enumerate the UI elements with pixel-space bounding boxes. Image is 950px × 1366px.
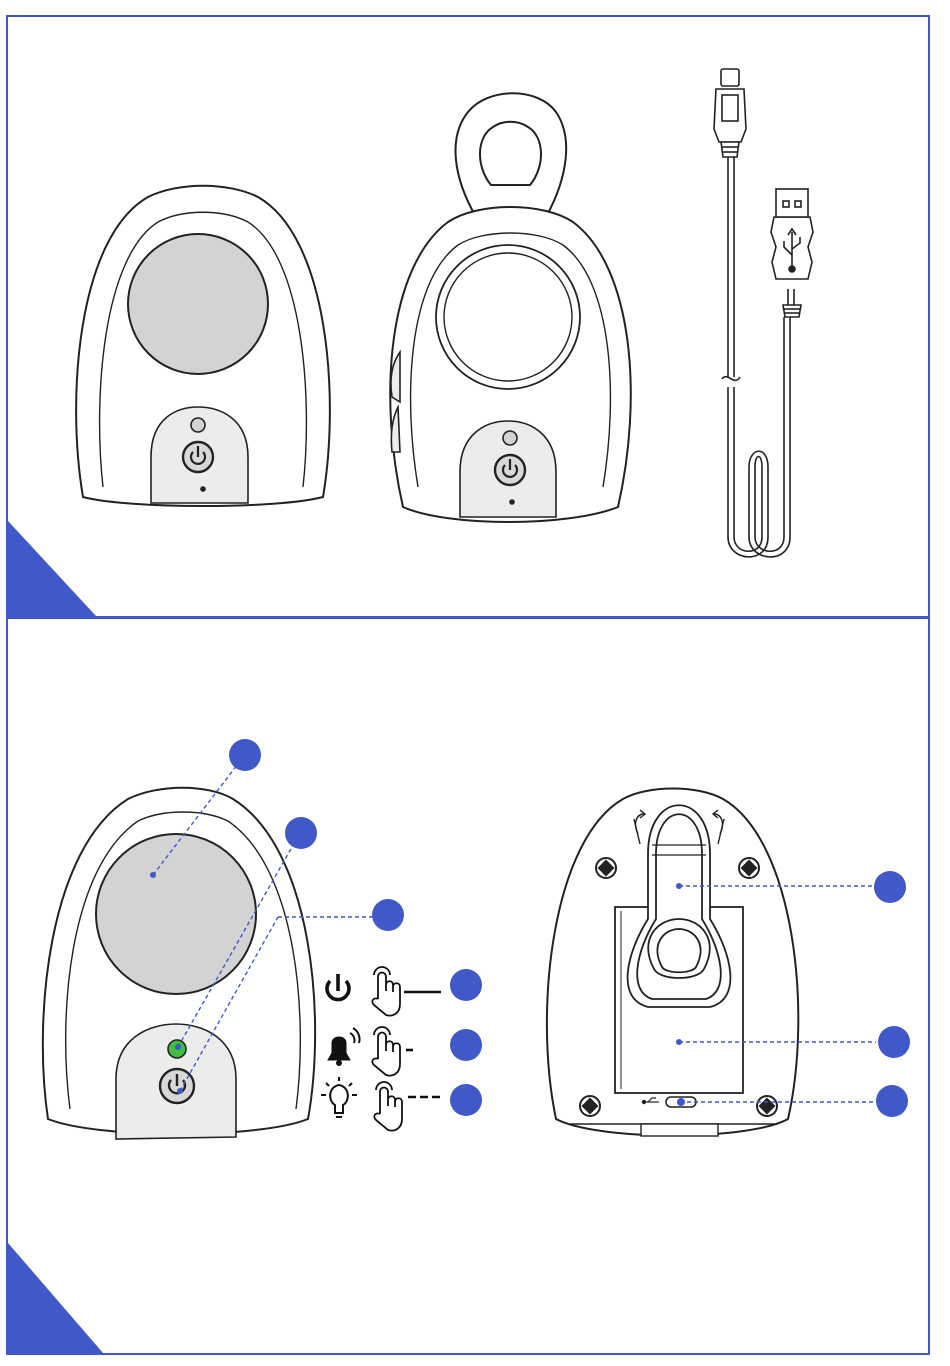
power-button[interactable] xyxy=(495,455,525,485)
led-indicator xyxy=(191,418,205,432)
screw-icon xyxy=(596,858,616,878)
callout-marker-usb-port xyxy=(876,1085,908,1117)
parts-illustration xyxy=(8,619,930,1355)
parts-panel xyxy=(6,617,930,1355)
lightbulb-icon xyxy=(321,1077,357,1117)
parent-unit xyxy=(390,93,631,522)
mini-usb-plug xyxy=(721,69,739,86)
callout-marker-power-button xyxy=(372,899,404,931)
callout-marker-belt-clip xyxy=(874,871,906,903)
screw-icon xyxy=(757,1096,777,1116)
tap-hand-icon xyxy=(374,1082,402,1131)
power-icon xyxy=(327,974,349,1000)
speaker-grille xyxy=(128,234,268,374)
callout-marker-led xyxy=(285,817,317,849)
function-legend xyxy=(321,967,444,1131)
back-unit xyxy=(547,789,798,1137)
baby-unit xyxy=(76,186,330,506)
led-indicator xyxy=(503,431,517,445)
contents-panel xyxy=(6,15,930,618)
tap-hand-icon xyxy=(372,967,400,1016)
tap-hand-icon xyxy=(372,1027,400,1076)
bell-icon xyxy=(328,1028,360,1066)
power-button[interactable] xyxy=(160,1069,194,1103)
screw-icon xyxy=(739,858,759,878)
callout-marker-short-press xyxy=(450,1029,482,1061)
usb-cable xyxy=(714,69,813,557)
contents-illustration xyxy=(8,17,930,618)
speaker-grille xyxy=(96,834,256,994)
callout-marker-long-press xyxy=(450,969,482,1001)
screw-icon xyxy=(580,1096,600,1116)
callout-marker-battery-cover xyxy=(878,1026,910,1058)
power-button[interactable] xyxy=(183,442,213,472)
callout-marker-triple-press xyxy=(450,1084,482,1116)
callout-marker-speaker xyxy=(229,739,261,771)
